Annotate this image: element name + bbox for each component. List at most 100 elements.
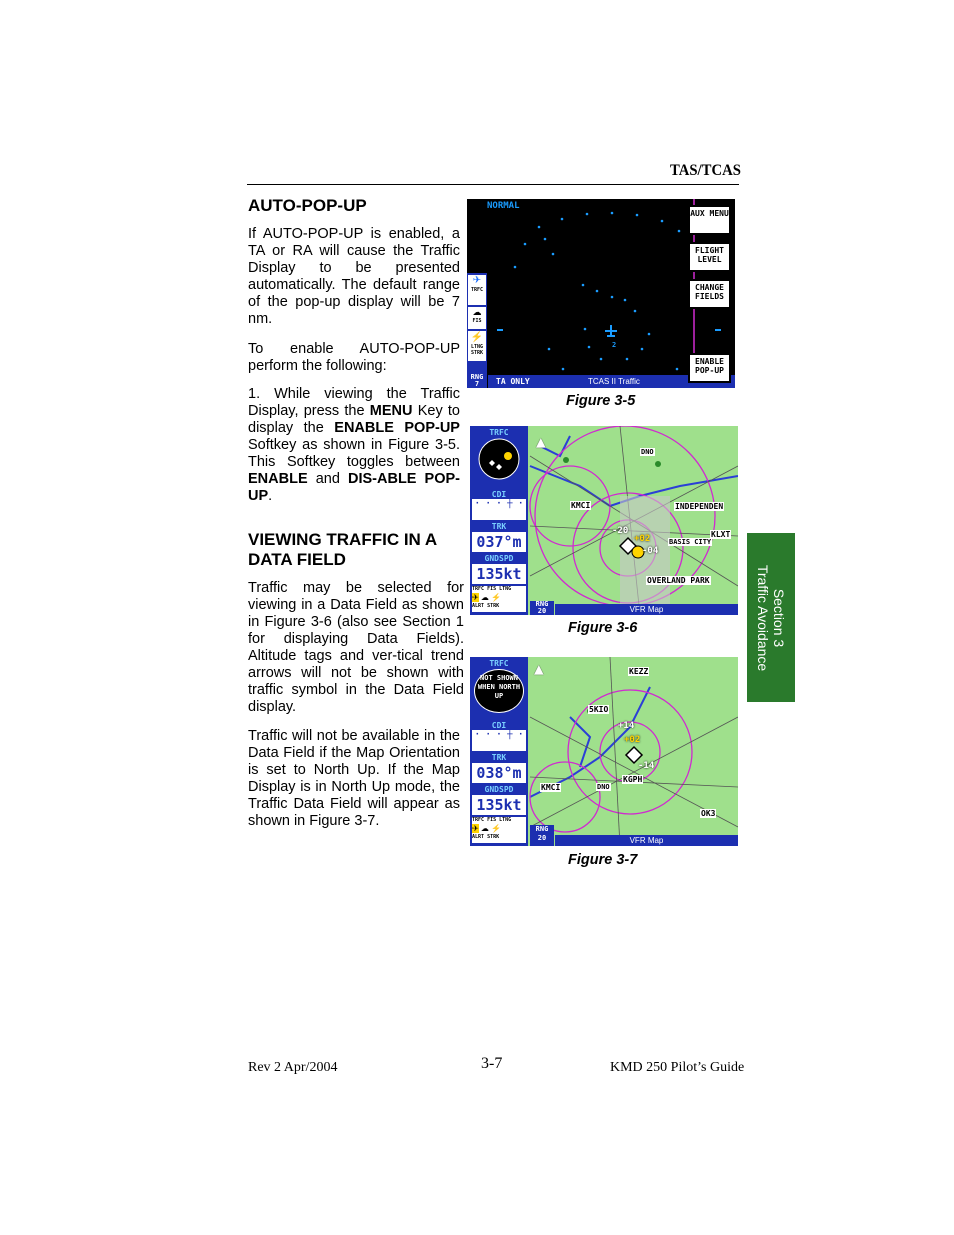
range-label: RNG [535,825,549,833]
autopopup-step1: 1. While viewing the Traffic Display, pr… [248,386,460,505]
softkey-enable-pop-up[interactable]: ENABLE POP-UP [688,353,731,383]
tab-ltng[interactable]: LTNG [499,817,512,823]
cdi-needle-icon: · · · ┼ · [474,499,524,509]
autopopup-para2: To enable AUTO-POP-UP perform the follow… [248,341,460,374]
figure-3-6-caption: Figure 3-6 [568,620,638,636]
figure-3-6-screen: ▲ KMCI INDEPENDEN KLXT OVERLAND PARK DNO… [470,426,738,615]
range-label: RNG [470,373,484,381]
traffic-tag-2: +02 [634,534,651,544]
place-label-dno: DNO [596,783,611,791]
data-field-column: TRFC NOT SHOWN WHEN NORTH UP CDI · · · ┼… [470,657,528,846]
place-label-kgph: KGPH [622,775,644,784]
range-value: 20 [537,607,547,615]
status-title: TCAS II Traffic [588,377,640,386]
step1-text-a: 1. While viewing the Traffic Display, pr… [248,386,460,419]
traffic-icon: ✈ [472,593,479,602]
place-label-overland-park: OVERLAND PARK [646,576,711,585]
figure-3-7-caption: Figure 3-7 [568,852,638,868]
figure-3-7-screen: ▲ KEZZ 5KIO KGPH KMCI DNO OK3 +14 +02 -1… [470,657,738,846]
place-label-kezz: KEZZ [628,667,650,676]
tab-strip: TRFC FIS LTNG ✈ ☁ ⚡ ALRT STRK [472,586,526,612]
gndspd-label: GNDSPD [484,554,514,563]
ltng-tab[interactable]: ⚡ LTNG STRK [468,331,486,361]
place-label-kmci: KMCI [570,501,592,510]
tab-strip-icons: ✈ ☁ ⚡ [472,824,502,833]
step1-disable-popup: DIS-ABLE POP-UP [248,471,461,504]
tab-fis[interactable]: FIS [487,586,497,592]
trfc-field-label: TRFC [489,428,509,437]
ltng-tab-label: LTNG STRK [470,344,484,356]
tab-strip: TRFC FIS LTNG ✈ ☁ ⚡ ALRT STRK [472,817,526,843]
fis-icon: ☁ [472,307,482,317]
tab-strip-labels-bottom: ALRT STRK [472,834,526,841]
tab-strip-icons: ✈ ☁ ⚡ [472,593,502,602]
tab-strk[interactable]: STRK [487,834,500,840]
tab-strip-labels-bottom: ALRT STRK [472,603,526,610]
place-label-5kio: 5KIO [588,705,610,714]
not-shown-message: NOT SHOWN WHEN NORTH UP [474,669,524,713]
softkey-change-fields[interactable]: CHANGE FIELDS [688,279,731,309]
trfc-tab[interactable]: ✈ TRFC [468,275,486,305]
tab-alrt[interactable]: ALRT [472,603,485,609]
map-title-bar: VFR Map [555,604,738,615]
page-number: 3-7 [481,1055,503,1072]
tab-fis[interactable]: FIS [487,817,497,823]
place-label-independence: INDEPENDEN [674,502,725,511]
status-mode: TA ONLY [496,377,530,386]
heading-auto-pop-up: AUTO-POP-UP [248,196,367,215]
step1-menu-key: MENU [369,403,413,419]
place-label-kmci: KMCI [540,783,562,792]
fis-tab-label: FIS [472,318,482,324]
figure-3-5-caption: Figure 3-5 [566,393,636,409]
traffic-tag-1: -20 [612,526,629,536]
fis-tab[interactable]: ☁ FIS [468,307,486,329]
section-header: TAS/TCAS [670,162,741,179]
header-rule [247,184,739,185]
viewing-para2: Traffic will not be available in the Dat… [248,728,460,829]
softkey-aux-menu[interactable]: AUX MENU [688,205,731,235]
traffic-tag-3: -14 [638,761,655,771]
data-field-column: TRFC CDI · · · ┼ · TRK 037°m GNDSPD 135k… [470,426,528,615]
place-label-ok3: OK3 [700,809,717,818]
map-title-bar: VFR Map [555,835,738,846]
side-icon-strip: ✈ TRFC ☁ FIS ⚡ LTNG STRK [467,273,487,379]
cdi-field: CDI · · · ┼ · [472,721,526,751]
tab-strk[interactable]: STRK [487,603,500,609]
autopopup-para1: If AUTO-POP-UP is enabled, a TA or RA wi… [248,226,460,327]
target-alt-tag: 2 [612,341,617,349]
north-arrow-icon: ▲ [536,432,546,451]
step1-text-c: Softkey as shown in Figure 3-5. This Sof… [248,437,460,470]
tab-trfc[interactable]: TRFC [472,817,485,823]
step1-text-d: and [307,471,348,487]
lightning-icon: ⚡ [470,332,484,343]
place-label-dno: DNO [640,448,655,456]
tab-ltng[interactable]: LTNG [499,586,512,592]
traffic-tag-3: -04 [642,546,659,556]
place-label-basis-city: BASIS CITY [668,538,713,546]
side-tab-line1: Section 3 [771,588,787,647]
step1-enable: ENABLE [248,471,308,487]
place-label-klxt: KLXT [710,530,732,539]
gndspd-label: GNDSPD [484,785,514,794]
cdi-field: CDI · · · ┼ · [472,490,526,520]
traffic-tag-1: +14 [618,721,635,731]
cdi-label: CDI [472,490,526,499]
tab-alrt[interactable]: ALRT [472,834,485,840]
mode-label: NORMAL [487,201,520,211]
traffic-icon: ✈ [472,275,482,286]
softkey-flight-level[interactable]: FLIGHT LEVEL [688,242,731,272]
traffic-tag-2: +02 [624,735,641,745]
range-value: 7 [474,380,480,388]
viewing-para1: Traffic may be selected for viewing in a… [248,580,464,715]
status-bar: TA ONLY TCAS II Traffic [488,375,735,388]
trk-value: 037°m [472,532,526,552]
tab-trfc[interactable]: TRFC [472,586,485,592]
trfc-field-label: TRFC [489,659,509,668]
trfc-tab-label: TRFC [470,287,484,293]
